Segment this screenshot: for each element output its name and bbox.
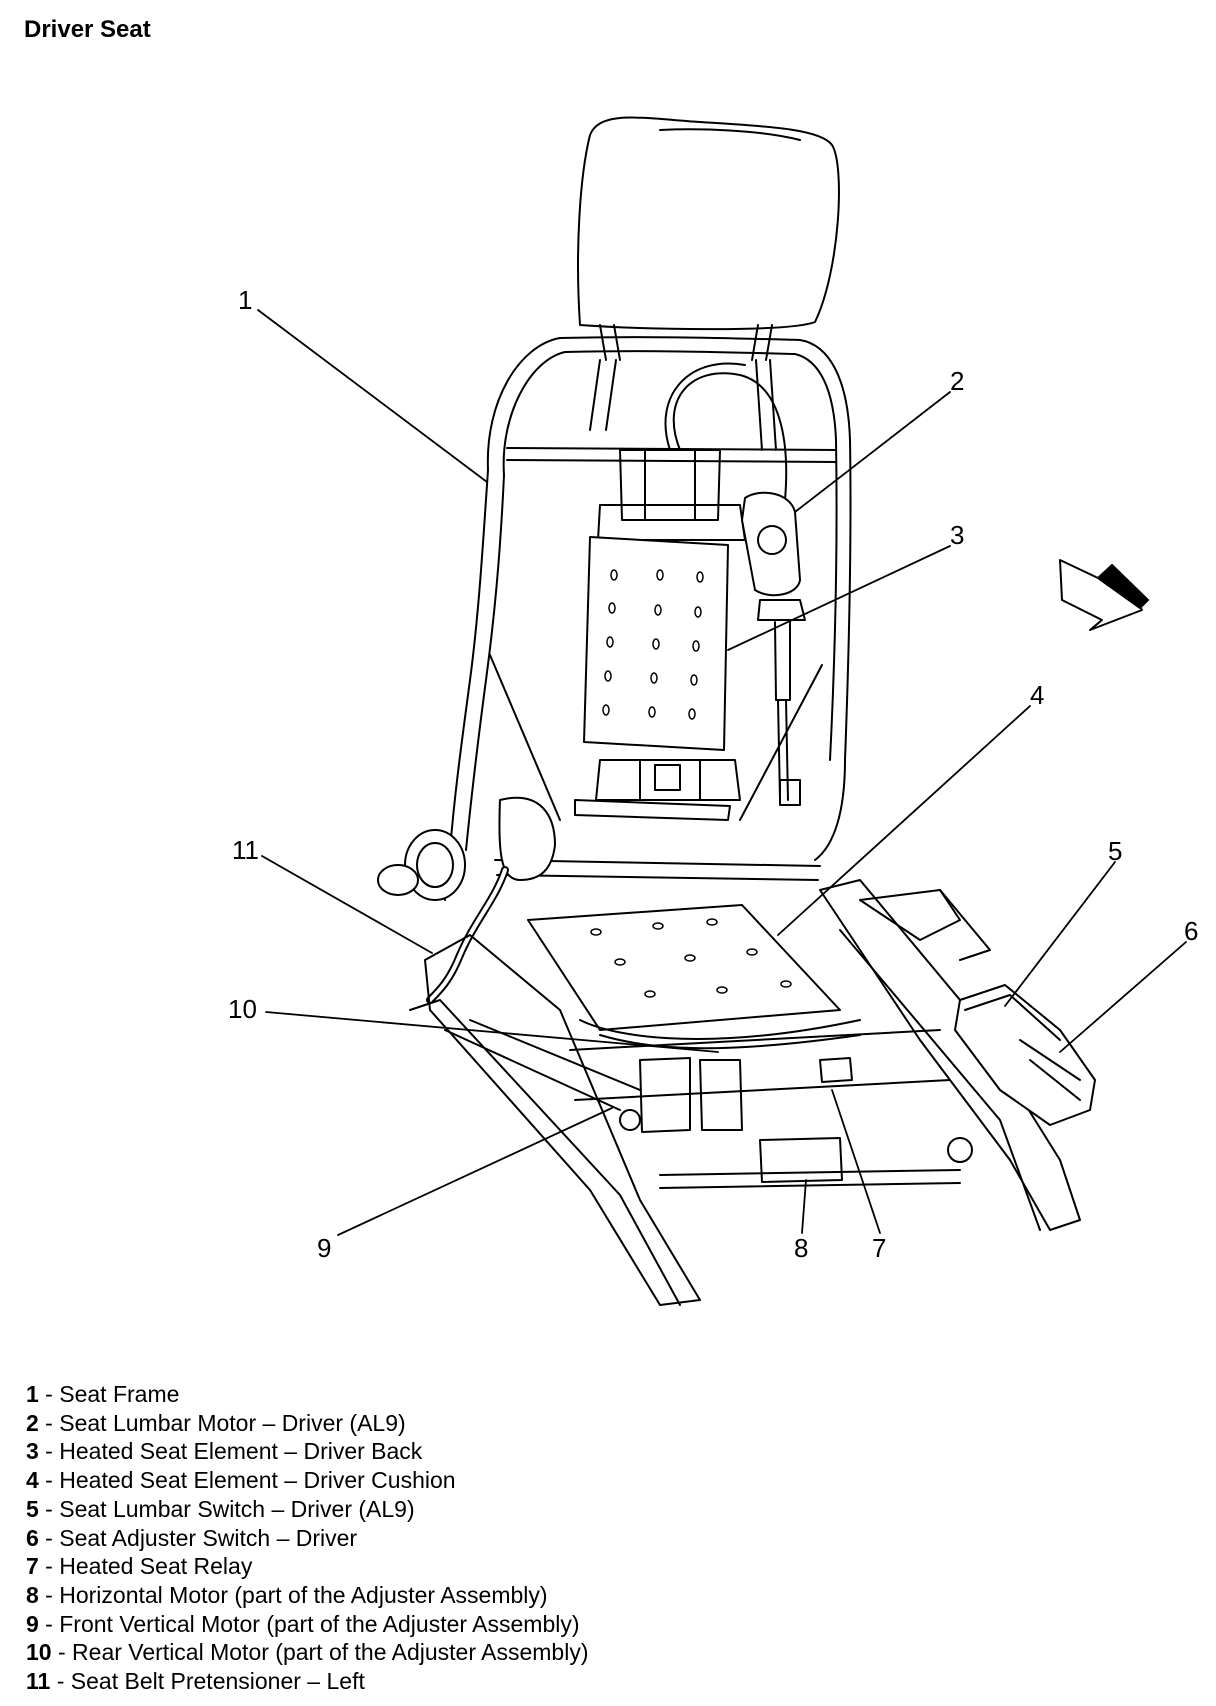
legend-separator: - bbox=[51, 1639, 73, 1666]
callout-6: 6 bbox=[1184, 916, 1198, 946]
legend-item-6: 6 - Seat Adjuster Switch – Driver bbox=[26, 1524, 588, 1553]
legend-text: Front Vertical Motor (part of the Adjust… bbox=[59, 1610, 580, 1637]
legend-text: Seat Frame bbox=[59, 1381, 180, 1407]
legend-item-3: 3 - Heated Seat Element – Driver Back bbox=[26, 1437, 588, 1466]
legend-text: Seat Lumbar Motor – Driver (AL9) bbox=[59, 1409, 406, 1436]
callout-2: 2 bbox=[950, 366, 964, 396]
callout-1: 1 bbox=[238, 285, 252, 315]
callout-leaders bbox=[257, 309, 1187, 1236]
legend-separator: - bbox=[38, 1495, 60, 1522]
legend-number: 3 bbox=[26, 1438, 39, 1465]
legend-item-5: 5 - Seat Lumbar Switch – Driver (AL9) bbox=[26, 1495, 588, 1524]
legend-item-11: 11 - Seat Belt Pretensioner – Left bbox=[26, 1667, 588, 1696]
leader-9 bbox=[337, 1107, 613, 1236]
leader-5 bbox=[1004, 861, 1116, 1007]
callout-4: 4 bbox=[1030, 680, 1044, 710]
callout-8: 8 bbox=[794, 1233, 808, 1263]
legend-number: 5 bbox=[26, 1495, 39, 1522]
leader-2 bbox=[794, 391, 951, 513]
cushion-heating-element-holes bbox=[590, 918, 792, 998]
leader-1 bbox=[257, 309, 488, 483]
legend-item-9: 9 - Front Vertical Motor (part of the Ad… bbox=[26, 1610, 588, 1639]
leader-3 bbox=[727, 545, 951, 651]
leader-7 bbox=[831, 1089, 881, 1234]
cushion-heating-element bbox=[527, 904, 841, 1031]
legend-number: 2 bbox=[26, 1409, 39, 1436]
legend-number: 9 bbox=[26, 1610, 39, 1637]
legend-text: Heated Seat Element – Driver Back bbox=[59, 1438, 423, 1465]
back-heating-element-holes bbox=[602, 569, 704, 720]
page-title: Driver Seat bbox=[24, 16, 151, 43]
callout-3: 3 bbox=[950, 520, 964, 550]
legend-separator: - bbox=[38, 1409, 60, 1436]
back-heating-element bbox=[583, 536, 729, 751]
seat-diagram: 1 2 3 4 5 6 7 8 9 10 11 bbox=[228, 116, 1198, 1306]
legend-text: Seat Belt Pretensioner – Left bbox=[70, 1668, 365, 1695]
callout-11: 11 bbox=[232, 835, 259, 865]
callout-10: 10 bbox=[228, 994, 257, 1024]
seat-adjuster-assembly bbox=[409, 879, 1081, 1306]
legend-number: 4 bbox=[26, 1467, 39, 1494]
legend-number: 1 bbox=[26, 1381, 39, 1407]
legend-separator: - bbox=[38, 1467, 60, 1494]
seat-switch bbox=[954, 984, 1096, 1126]
legend-number: 11 bbox=[26, 1668, 51, 1695]
legend-separator: - bbox=[38, 1581, 60, 1608]
legend-separator: - bbox=[38, 1381, 60, 1407]
legend-separator: - bbox=[38, 1438, 60, 1465]
legend-item-8: 8 - Horizontal Motor (part of the Adjust… bbox=[26, 1581, 588, 1610]
callout-5: 5 bbox=[1108, 836, 1122, 866]
legend-number: 8 bbox=[26, 1581, 39, 1608]
lumbar-mechanism bbox=[574, 362, 788, 821]
legend-separator: - bbox=[38, 1610, 60, 1637]
legend-text: Heated Seat Relay bbox=[59, 1553, 253, 1580]
callout-7: 7 bbox=[872, 1233, 886, 1263]
legend-text: Seat Adjuster Switch – Driver bbox=[59, 1524, 358, 1551]
legend-separator: - bbox=[50, 1668, 71, 1695]
direction-arrow bbox=[1059, 559, 1149, 631]
legend-separator: - bbox=[38, 1524, 60, 1551]
legend-text: Heated Seat Element – Driver Cushion bbox=[59, 1467, 456, 1494]
legend-number: 6 bbox=[26, 1524, 39, 1551]
lumbar-motor bbox=[741, 491, 806, 806]
leader-4 bbox=[777, 705, 1031, 936]
legend-item-1: 1 - Seat Frame bbox=[26, 1380, 588, 1409]
seat-belt-pretensioner bbox=[377, 796, 556, 1004]
legend-text: Horizontal Motor (part of the Adjuster A… bbox=[59, 1581, 548, 1608]
legend-item-7: 7 - Heated Seat Relay bbox=[26, 1552, 588, 1581]
legend-number: 7 bbox=[26, 1553, 39, 1580]
leader-6 bbox=[1059, 941, 1187, 1053]
leader-11 bbox=[261, 855, 433, 954]
legend-text: Seat Lumbar Switch – Driver (AL9) bbox=[59, 1495, 415, 1522]
legend-item-2: 2 - Seat Lumbar Motor – Driver (AL9) bbox=[26, 1409, 588, 1438]
legend-item-4: 4 - Heated Seat Element – Driver Cushion bbox=[26, 1466, 588, 1495]
legend-text: Rear Vertical Motor (part of the Adjuste… bbox=[72, 1639, 589, 1666]
legend-separator: - bbox=[38, 1553, 60, 1580]
leader-10 bbox=[265, 1011, 719, 1053]
callout-9: 9 bbox=[317, 1233, 331, 1263]
legend-item-10: 10 - Rear Vertical Motor (part of the Ad… bbox=[26, 1638, 588, 1667]
headrest bbox=[577, 116, 840, 451]
legend-number: 10 bbox=[26, 1639, 52, 1666]
leader-8 bbox=[801, 1179, 807, 1234]
